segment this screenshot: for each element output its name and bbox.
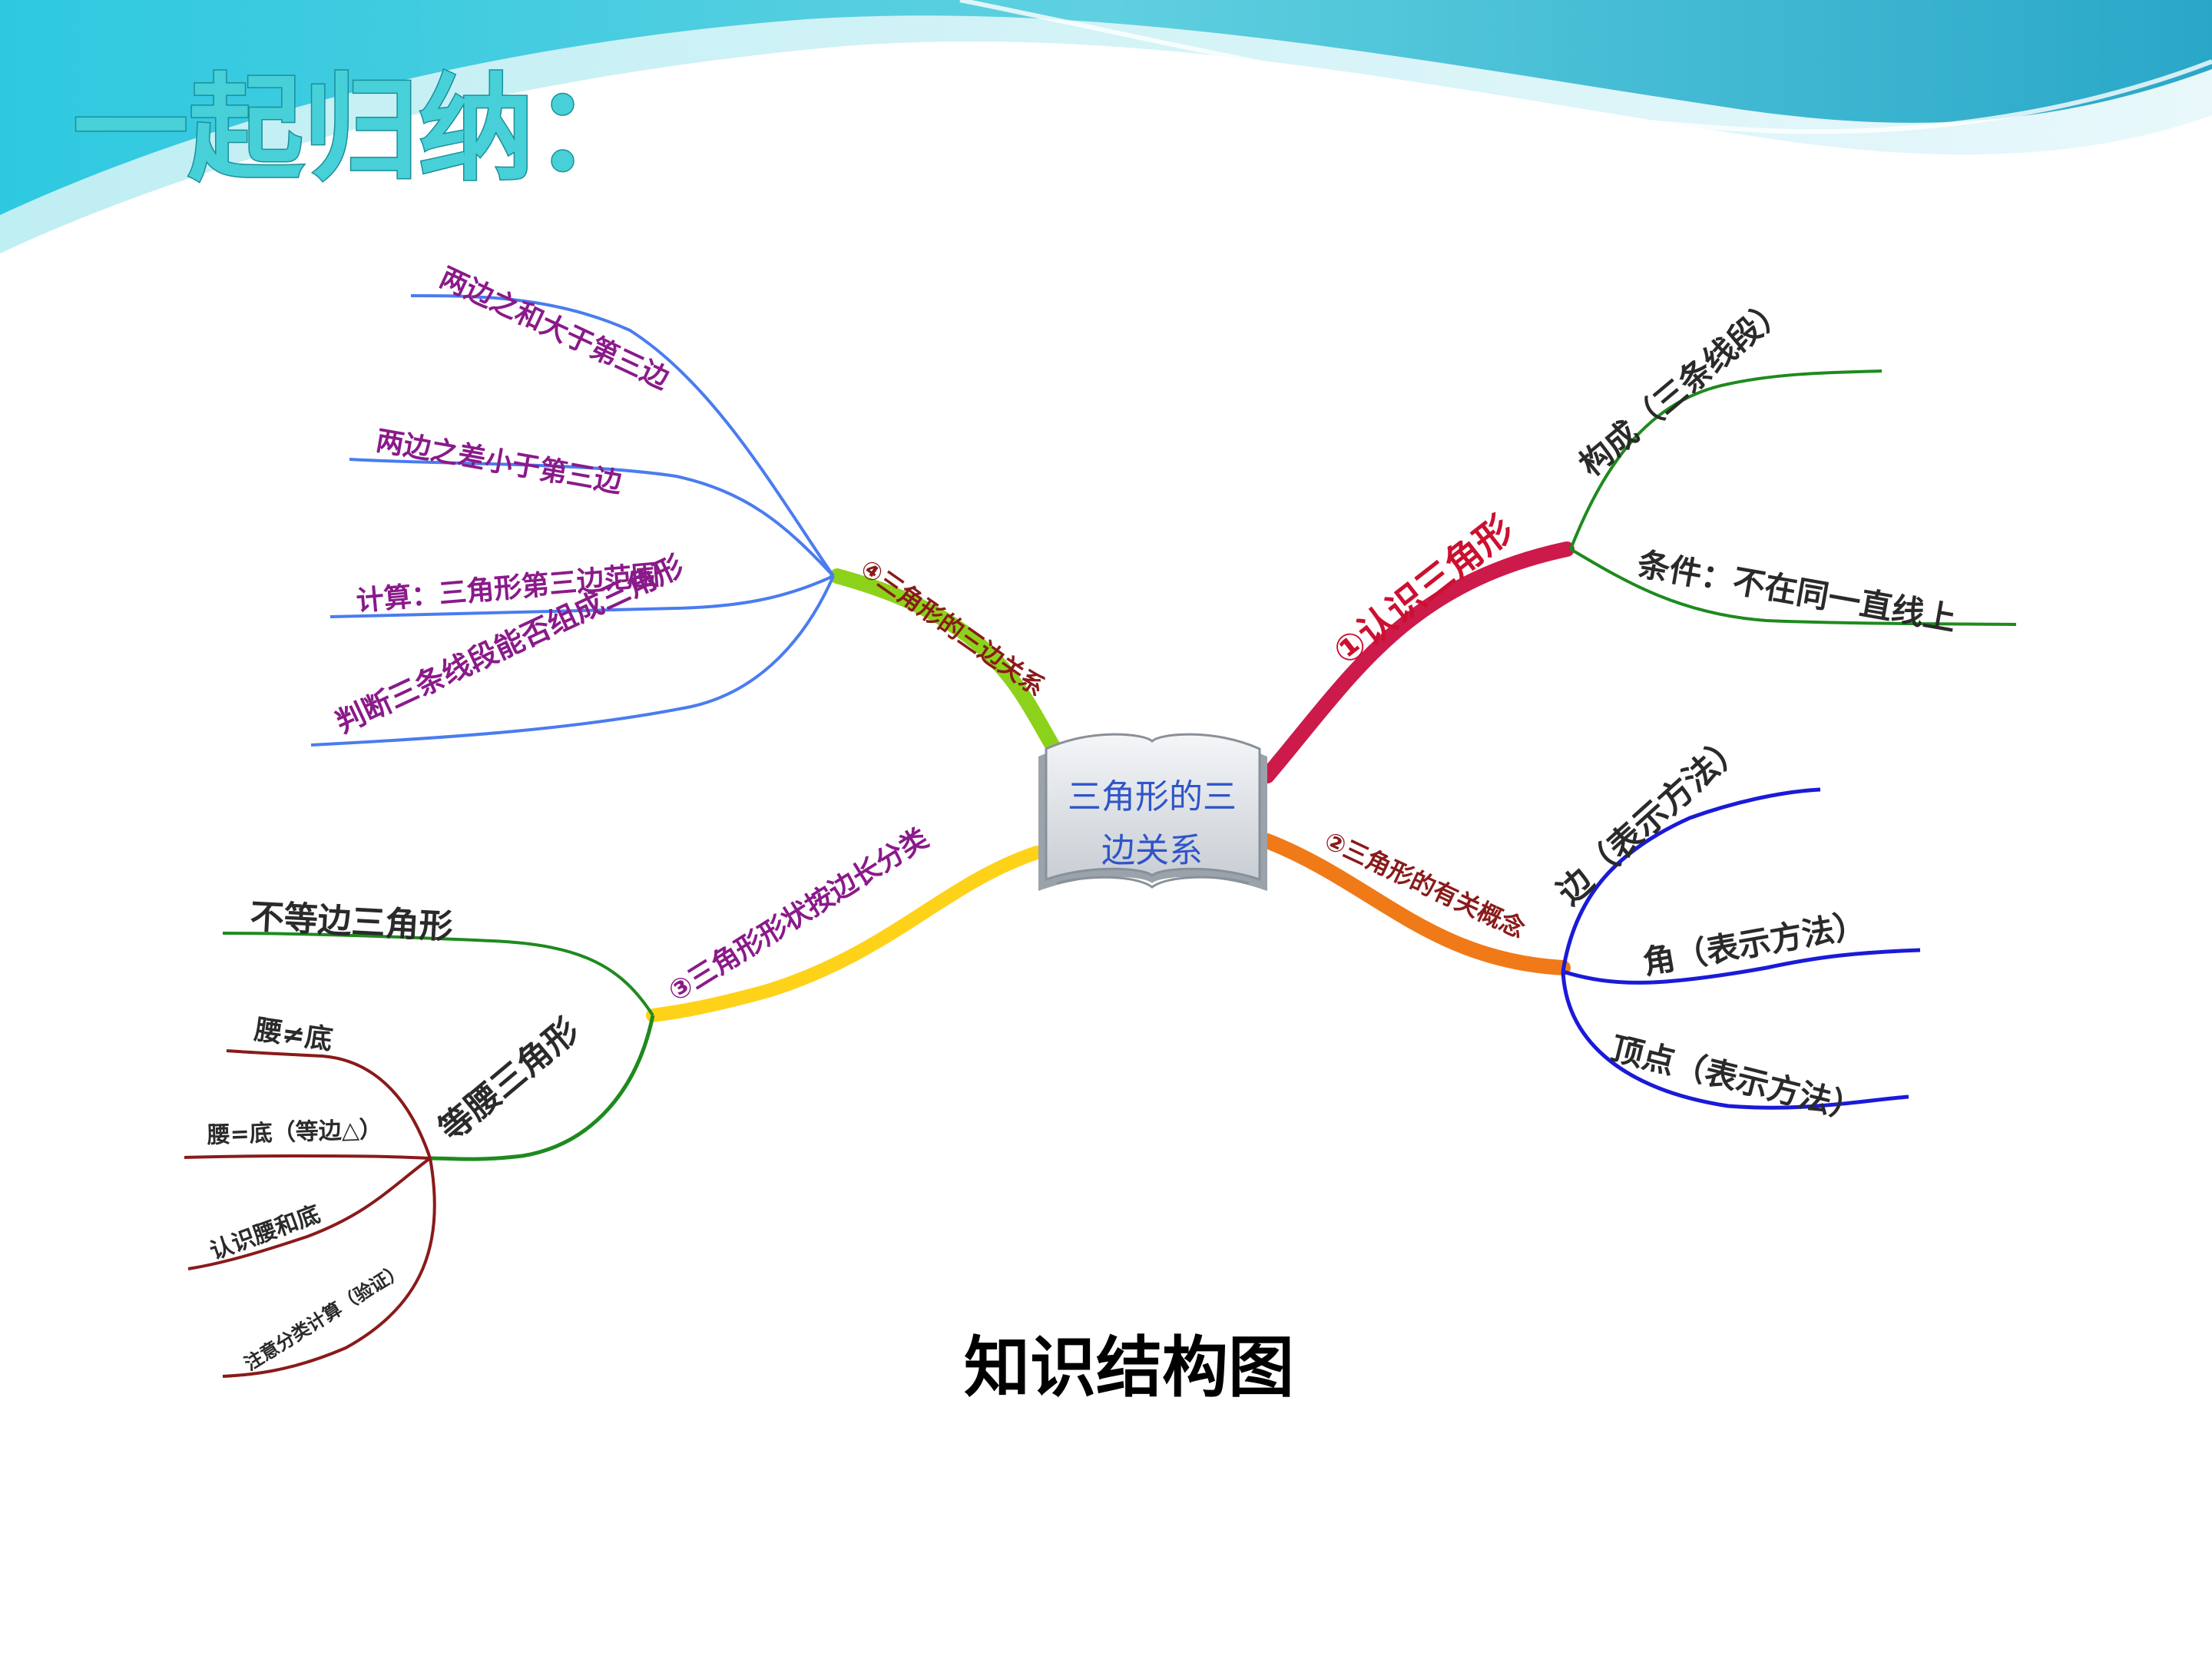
header-wave <box>0 0 2212 253</box>
branch-1-label: ①认识三角形 <box>1325 508 1522 674</box>
b1-child-1-line <box>1569 369 1883 550</box>
b4-child-2-line <box>349 458 835 578</box>
b2-child-1-label: 边（表示方法） <box>1550 725 1752 912</box>
b4-child-1-line <box>410 294 835 578</box>
iso-child-4-line <box>222 1157 436 1378</box>
iso-child-1-line <box>226 1049 432 1159</box>
branch-4-label: ④三角形的三边关系 <box>855 553 1050 702</box>
b1-child-2-label: 条件：不在同一直线上 <box>1634 545 1959 638</box>
center-node-line2: 边关系 <box>1101 831 1203 870</box>
b3-child-2-line <box>429 1015 655 1161</box>
branch-3-line <box>646 846 1044 1022</box>
b4-child-2-label: 两边之差小于第三边 <box>373 425 624 499</box>
b2-child-3-line <box>1561 971 1909 1110</box>
branch-1-line <box>1260 541 1575 783</box>
b3-child-1-line <box>222 932 654 1017</box>
b4-child-3-line <box>329 575 834 618</box>
center-node: 三角形的三 边关系 <box>1038 733 1267 891</box>
b4-child-4-line <box>310 575 835 747</box>
iso-child-1-label: 腰≠底 <box>252 1014 335 1056</box>
b2-child-2-line <box>1562 948 1921 985</box>
iso-child-3-label: 认识腰和底 <box>207 1200 324 1265</box>
branch-2-line <box>1260 833 1571 975</box>
b2-child-3-label: 顶点（表示方法） <box>1608 1029 1867 1128</box>
iso-child-3-line <box>187 1157 432 1270</box>
b1-child-1-label: 构成（三条线段） <box>1572 289 1794 484</box>
b4-child-1-label: 两边之和大于第三边 <box>435 262 674 396</box>
branch-4-line <box>830 568 1071 772</box>
b3-child-2-label: 等腰三角形 <box>432 1011 586 1149</box>
b2-child-1-line <box>1561 787 1821 972</box>
iso-child-2-label: 腰=底（等边△） <box>207 1116 382 1149</box>
b3-child-1-label: 不等边三角形 <box>249 897 453 947</box>
b1-child-2-line <box>1569 548 2017 626</box>
diagram-caption: 知识结构图 <box>964 1330 1294 1406</box>
iso-child-2-line <box>184 1154 431 1160</box>
slide-title: 一起归纳： <box>73 63 649 197</box>
center-node-line1: 三角形的三 <box>1068 777 1237 816</box>
